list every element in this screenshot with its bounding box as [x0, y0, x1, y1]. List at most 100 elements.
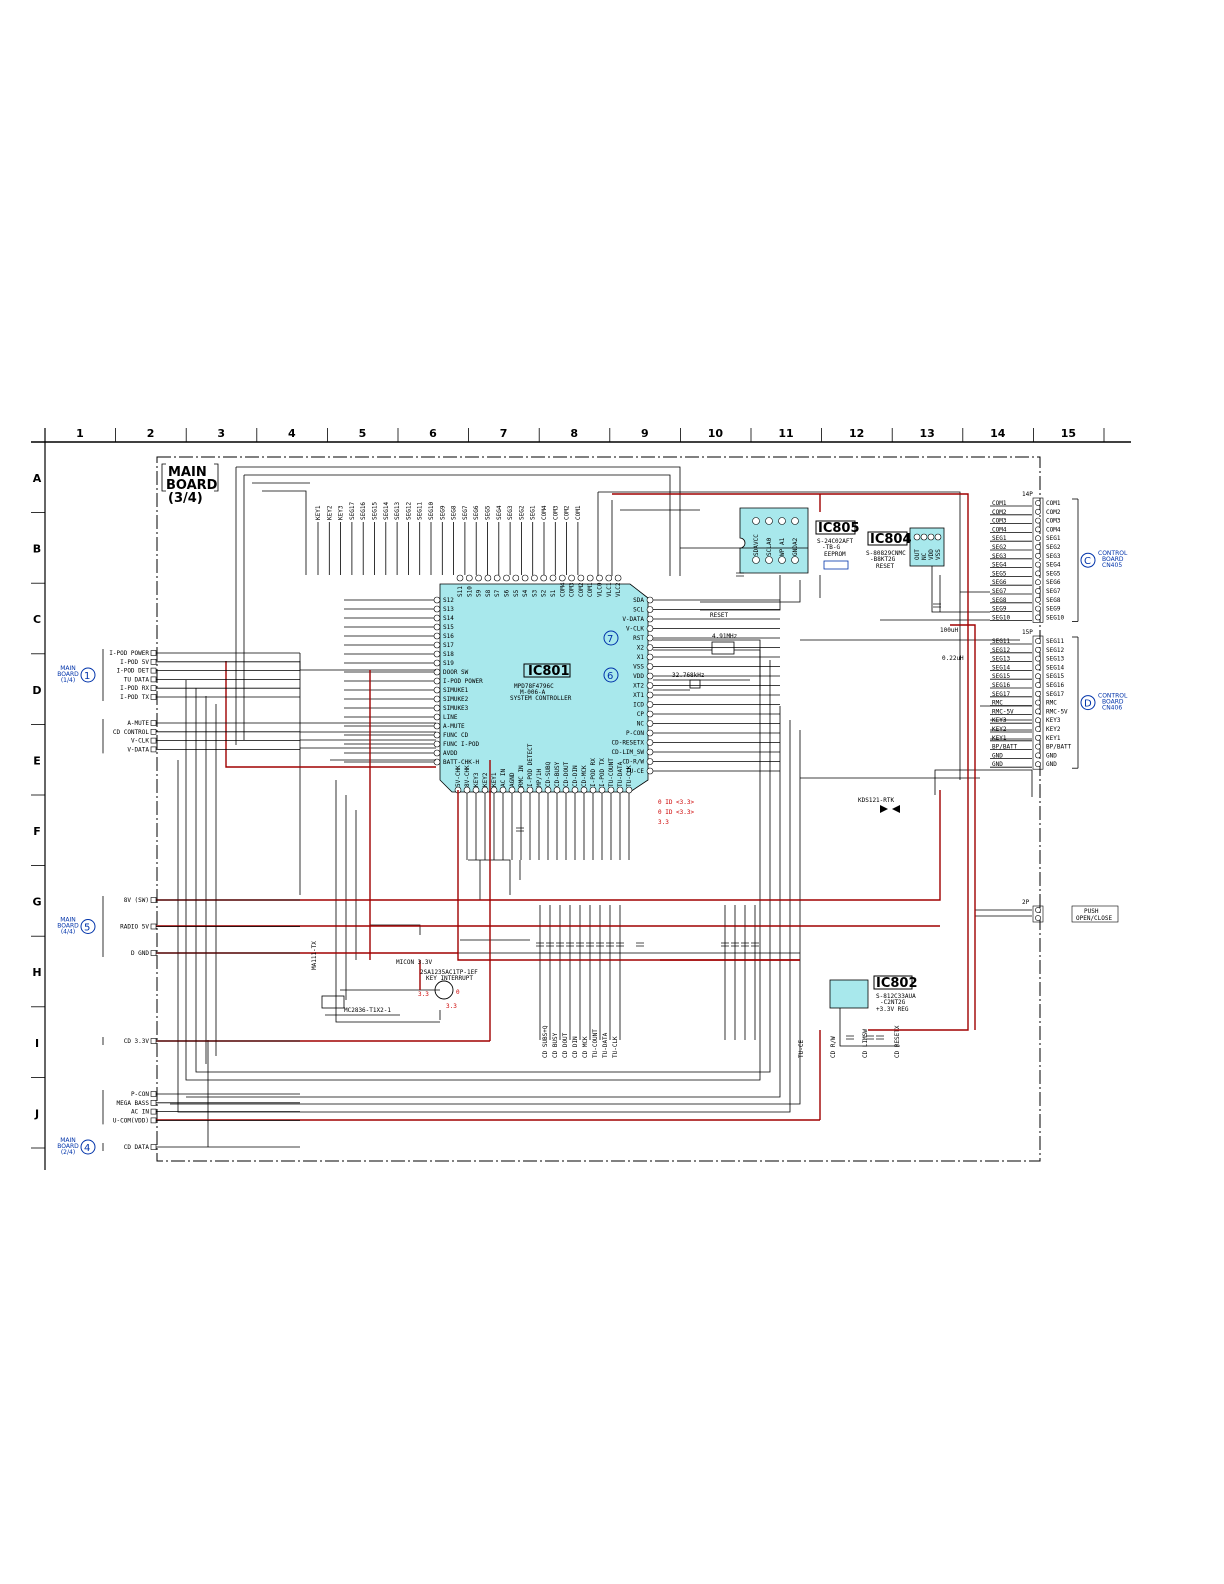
group5-terminal [150, 897, 157, 903]
conn-d-title2: BOARD [1102, 699, 1124, 706]
ic801-left-pin-label: S18 [443, 651, 454, 658]
conn-d-pin [1035, 708, 1041, 715]
conn-d-pin [1035, 743, 1041, 750]
conn-c-pin [1035, 588, 1041, 594]
row-label: J [34, 1107, 39, 1120]
ic801-pin [531, 574, 538, 582]
push-label2: OPEN/CLOSE [1076, 915, 1113, 922]
ic805-pin-label: SCL [766, 545, 773, 556]
conn-d-net-label: SEG11 [992, 638, 1010, 645]
ic801-pin [433, 605, 441, 613]
ic804-pin-label: VSS [935, 549, 942, 560]
ic801-right-pin-label: RST [633, 635, 644, 642]
ic801-pin [433, 623, 441, 631]
transistor-desc: KEY INTERRUPT [426, 975, 473, 982]
ic801-right-pin-label: XT1 [633, 692, 644, 699]
bottom-net-label: TU-CLK [612, 1036, 619, 1058]
group5-part: (4/4) [61, 929, 75, 936]
conn-d-pin [1035, 682, 1041, 688]
conn-d-pin-label: SEG12 [1046, 647, 1064, 654]
conn-c-pin [1035, 500, 1041, 506]
ic801-pin [646, 710, 654, 718]
ic801-right-pin-label: SDA [633, 597, 644, 604]
signal-wire [370, 924, 421, 935]
group2-signal-label: V-DATA [127, 746, 149, 753]
voltage-note3: 3.3 [658, 819, 669, 826]
conn-c-pin [1035, 508, 1041, 515]
top-net-label: KEY1 [315, 505, 322, 520]
top-net-label: SEG3 [507, 505, 514, 520]
conn-c-pin [1035, 561, 1041, 568]
group1-marker [80, 667, 96, 683]
bottom-net-label: CD LIMSW [862, 1029, 869, 1058]
ic801-pin [433, 713, 441, 721]
conn-c-pin-label: COM1 [1046, 500, 1061, 507]
voltage-note1: 0 ID <3.3> [658, 799, 695, 806]
ic801-left-pin-label: AVDD [443, 750, 458, 757]
signal-wire [335, 780, 440, 1023]
ic802-desc: +3.3V REG [876, 1006, 909, 1013]
ic801-pin [465, 574, 473, 582]
conn-d-pin-label: SEG14 [1046, 664, 1064, 671]
conn-d-net-label: SEG14 [992, 664, 1010, 671]
conn-d-net-label: RMC [992, 700, 1003, 707]
ic801-pin [433, 659, 441, 667]
voltage-v2: 3.3 [418, 991, 429, 998]
conn-d-pin [1035, 699, 1041, 706]
ic804-label: IC804 [870, 532, 912, 547]
ic801-bottom-pin-label: RMC IN [518, 765, 525, 787]
ic804-pin [913, 533, 921, 541]
ic801-part: MPD78F4796C [514, 683, 554, 690]
bottom-net-label: CD R/W [830, 1036, 837, 1058]
ic801-bottom-pin-label: 8V-CHK [464, 765, 471, 787]
ic801-pin [646, 644, 654, 651]
ic801-pin [614, 574, 622, 582]
signal-wire [931, 566, 990, 613]
conn-c-title2: BOARD [1102, 556, 1124, 563]
top-net-label: SEG7 [462, 505, 469, 520]
conn-d-pins: 15P [1022, 629, 1033, 636]
group1-signal-label: I-POD 5V [120, 659, 149, 666]
ic801-pin [433, 632, 441, 640]
signal-wire [598, 491, 961, 780]
conn-c-pin [1035, 526, 1041, 533]
ic801-top-pin-label: S8 [485, 589, 492, 597]
conn-c-pin [1035, 517, 1041, 524]
conn-c-title: CONTROL [1098, 550, 1128, 557]
conn-c-net-label: SEG7 [992, 588, 1007, 595]
wires [170, 466, 1033, 1147]
ic804-pin [920, 533, 928, 541]
ic805-pin [765, 556, 773, 564]
power-wire [950, 624, 976, 1030]
conn-d-net-label: SEG16 [992, 682, 1010, 689]
group2-signal-label: V-CLK [131, 738, 149, 745]
column-label: 5 [359, 427, 367, 440]
ic801: IC801 MPD78F4796C M-006-A SYSTEM CONTROL… [439, 583, 649, 793]
signal-wire [195, 660, 771, 1073]
ic801-bottom-pin-label: I-POD RX [590, 758, 597, 787]
column-label: 9 [641, 427, 649, 440]
group2-terminal [150, 737, 157, 744]
conn-d-net-label: SEG12 [992, 647, 1010, 654]
conn-d-pin-label: RMC [1046, 700, 1057, 707]
conn-d-marker [1080, 695, 1096, 711]
top-net-label: COM1 [575, 505, 582, 520]
signal-wire [700, 580, 801, 603]
ic801-left-pin-label: S15 [443, 624, 454, 631]
ic801-bottom-pin-label: CD-BUSY [554, 761, 561, 787]
conn-c-net-label: SEG4 [992, 562, 1007, 569]
ic804-pin-label: OUT [914, 549, 921, 560]
bottom-net-label: TU-CE [798, 1040, 805, 1058]
ic801-desc: SYSTEM CONTROLLER [510, 695, 572, 702]
ic801-left-pin-label: DOOR SW [443, 669, 469, 676]
ic804-desc: RESET [876, 563, 894, 570]
signal-wire [170, 730, 801, 1105]
power-wire [612, 493, 969, 1031]
ic801-top-pin-label: S4 [522, 589, 529, 597]
ic801-pin [646, 739, 654, 746]
conn-c-pin [1035, 605, 1041, 612]
ic801-pin [512, 574, 520, 582]
row-label: G [32, 896, 41, 909]
